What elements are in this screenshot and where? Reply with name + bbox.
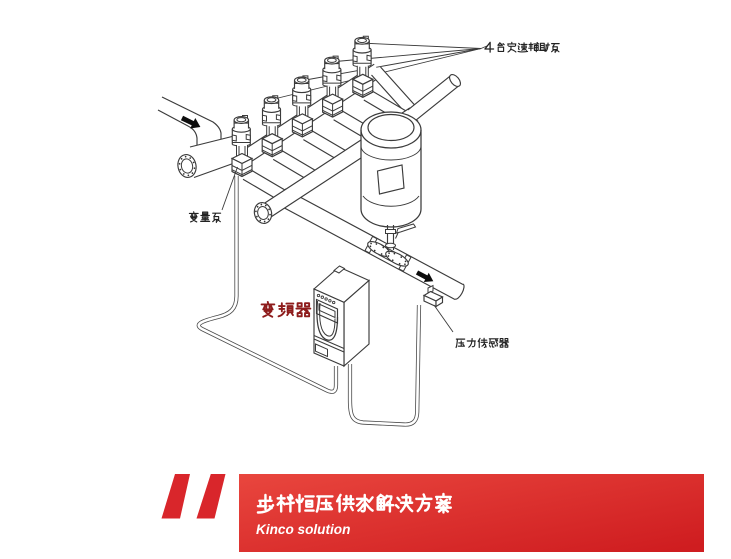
svg-text:Kinco solution: Kinco solution [256,522,350,537]
